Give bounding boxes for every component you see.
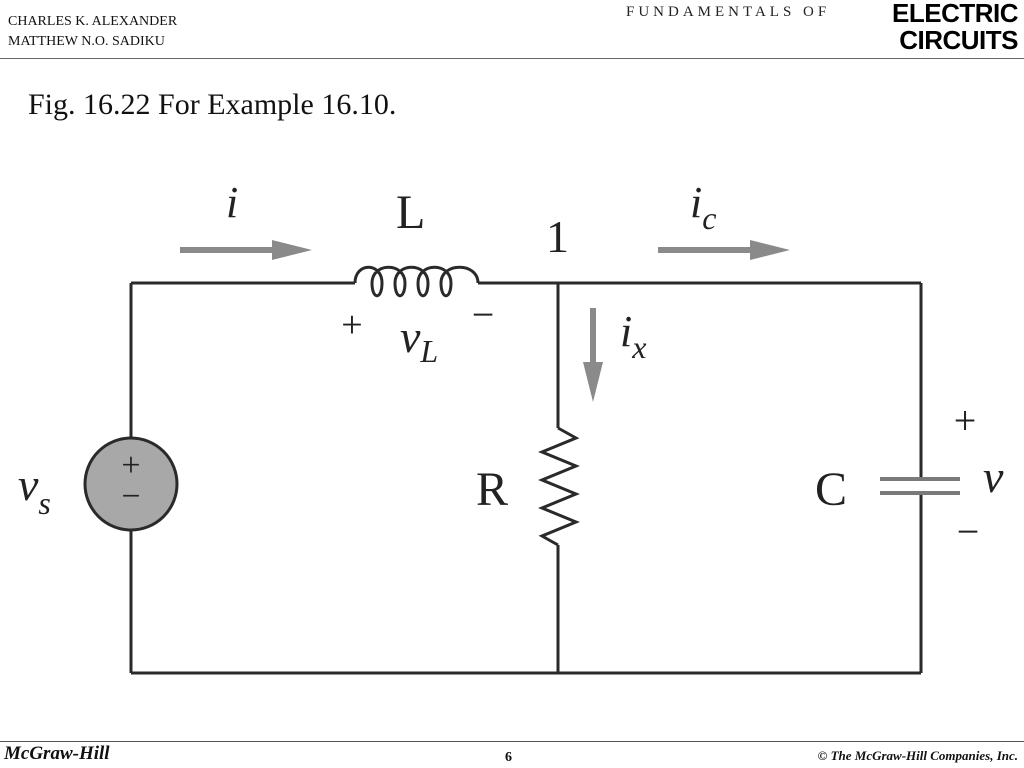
capacitor-label: C	[815, 463, 847, 516]
vl-plus: +	[341, 304, 362, 346]
arrow-ix	[583, 308, 603, 402]
arrow-i	[180, 240, 312, 260]
arrow-ic	[658, 240, 790, 260]
inductor-coil	[353, 265, 480, 298]
resistor-label: R	[476, 463, 508, 516]
series-label: FUNDAMENTALS OF	[626, 4, 831, 20]
current-ix-label: ix	[620, 307, 646, 365]
current-ic-label: ic	[690, 178, 716, 236]
resistor-zigzag	[538, 426, 580, 547]
cap-voltage-plus: +	[954, 398, 977, 443]
page-number: 6	[505, 750, 512, 765]
voltage-source	[83, 436, 179, 532]
source-label: vs	[18, 459, 51, 521]
publisher-logo: McGraw-Hill	[4, 743, 110, 764]
cap-voltage-label: v	[983, 451, 1004, 502]
footer-divider	[0, 741, 1024, 742]
vl-label: vL	[400, 311, 438, 369]
figure-title: Fig. 16.22 For Example 16.10.	[28, 88, 397, 121]
book-title-logo: ELECTRIC CIRCUITS	[892, 0, 1019, 55]
capacitor	[880, 477, 960, 495]
source-minus: −	[121, 478, 140, 515]
node-label: 1	[546, 211, 569, 262]
inductor-label: L	[396, 186, 425, 239]
author-2: MATTHEW N.O. SADIKU	[8, 34, 165, 49]
copyright-notice: © The McGraw-Hill Companies, Inc.	[817, 748, 1018, 763]
author-1: CHARLES K. ALEXANDER	[8, 14, 178, 29]
header-authors: CHARLES K. ALEXANDER MATTHEW N.O. SADIKU	[8, 12, 177, 52]
book-title-line1: ELECTRIC	[892, 0, 1019, 28]
header-divider	[0, 58, 1024, 59]
current-i-label: i	[226, 178, 238, 227]
source-plus: +	[121, 447, 140, 484]
cap-voltage-minus: −	[957, 509, 980, 554]
vl-minus: −	[472, 292, 495, 337]
book-title-line2: CIRCUITS	[899, 25, 1018, 55]
circuit-wires	[129, 281, 923, 675]
